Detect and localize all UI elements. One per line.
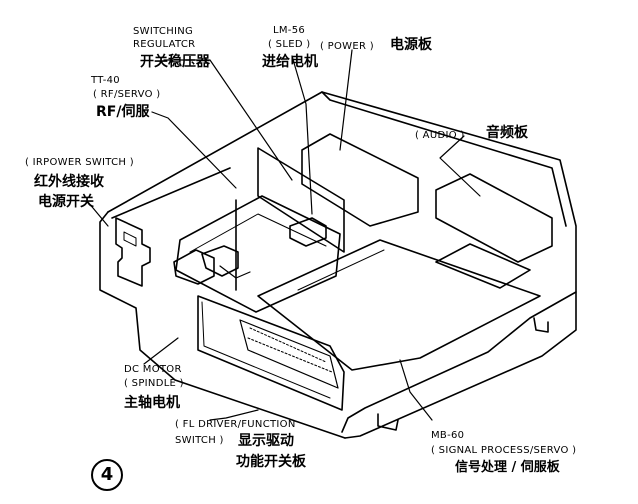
rfservo-label-en: ( RF/SERVO ) [93, 89, 161, 100]
spindle-label-en: ( SPINDLE ) [124, 378, 184, 389]
chassis [99, 91, 577, 439]
power-label-en: ( POWER ) [320, 41, 374, 52]
fldriver-label-en2: SWITCH ) [175, 435, 224, 446]
fldriver-label-en: ( FL DRIVER/FUNCTION [175, 419, 296, 430]
lm56-label-en: LM-56 [273, 25, 306, 36]
audio-label-zh: 音频板 [486, 125, 528, 141]
leader-switching [163, 59, 293, 181]
mb60-label-en2: ( SIGNAL PROCESS/SERVO ) [431, 445, 577, 456]
audio-label-en: ( AUDIO ) [415, 130, 465, 141]
audio-board [435, 173, 553, 289]
dcmotor-label-en: DC MOTOR [124, 364, 182, 375]
signal-process-board [257, 239, 541, 371]
leader-fldriver [209, 409, 259, 421]
sled-label-en: ( SLED ) [268, 39, 311, 50]
switching-regulator-board [173, 195, 341, 313]
fldriver-label-zh2: 功能开关板 [236, 454, 306, 470]
fl-driver-board [197, 295, 345, 411]
leader-rfservo [151, 111, 237, 189]
switching-label-en: SWITCHING [133, 26, 194, 37]
switching-label-zh: 开关稳压器 [140, 54, 210, 70]
irpower-label-zh1: 红外线接收 [34, 174, 104, 190]
sled-label-zh: 进给电机 [262, 54, 318, 70]
sled-motor-board [289, 217, 327, 247]
mb60-label-zh: 信号处理 / 伺服板 [455, 460, 560, 475]
leader-dcmotor [143, 337, 179, 365]
rfservo-label-zh: RF/伺服 [96, 104, 150, 120]
leader-sled [291, 55, 313, 215]
spindle-label-zh: 主轴电机 [124, 395, 180, 411]
fldriver-label-zh1: 显示驱动 [238, 433, 294, 449]
leader-lines [87, 49, 481, 421]
ir-power-switch-board [115, 217, 151, 287]
leader-irpower [87, 201, 109, 227]
leader-mb60 [399, 359, 433, 421]
irpower-label-zh2: 电源开关 [38, 194, 94, 210]
leader-audio [439, 135, 481, 197]
figure-number: 4 [91, 459, 123, 491]
irpower-label-en: ( IRPOWER SWITCH ) [25, 157, 134, 168]
mb60-label-en: MB-60 [431, 430, 465, 441]
power-board [257, 133, 419, 253]
regulator-label-en: REGULATCR [133, 39, 196, 50]
power-label-zh: 电源板 [390, 37, 432, 53]
tt40-label-en: TT-40 [91, 75, 120, 86]
leader-power [339, 49, 353, 151]
